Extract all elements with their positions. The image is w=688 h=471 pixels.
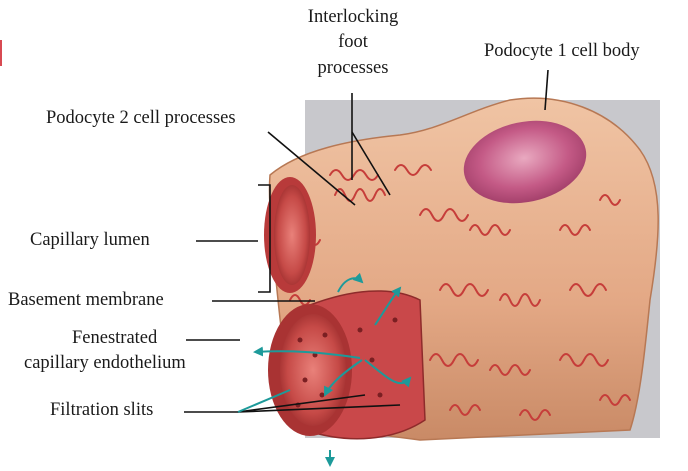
label-capillary-lumen: Capillary lumen xyxy=(30,230,150,251)
label-fenestrated-line1: Fenestrated xyxy=(8,328,238,349)
label-interlocking-line1: Interlocking xyxy=(288,7,418,28)
label-basement-membrane: Basement membrane xyxy=(8,290,164,311)
label-interlocking: Interlocking foot processes xyxy=(288,7,418,79)
label-podocyte1: Podocyte 1 cell body xyxy=(484,41,640,62)
label-interlocking-line3: processes xyxy=(288,58,418,79)
label-fenestrated: Fenestrated capillary endothelium xyxy=(8,328,238,375)
label-filtration-slits: Filtration slits xyxy=(50,400,153,421)
label-fenestrated-line2: capillary endothelium xyxy=(8,353,238,374)
upper-capillary xyxy=(264,177,316,293)
label-podocyte2: Podocyte 2 cell processes xyxy=(46,108,236,129)
label-interlocking-line2: foot xyxy=(288,32,418,53)
